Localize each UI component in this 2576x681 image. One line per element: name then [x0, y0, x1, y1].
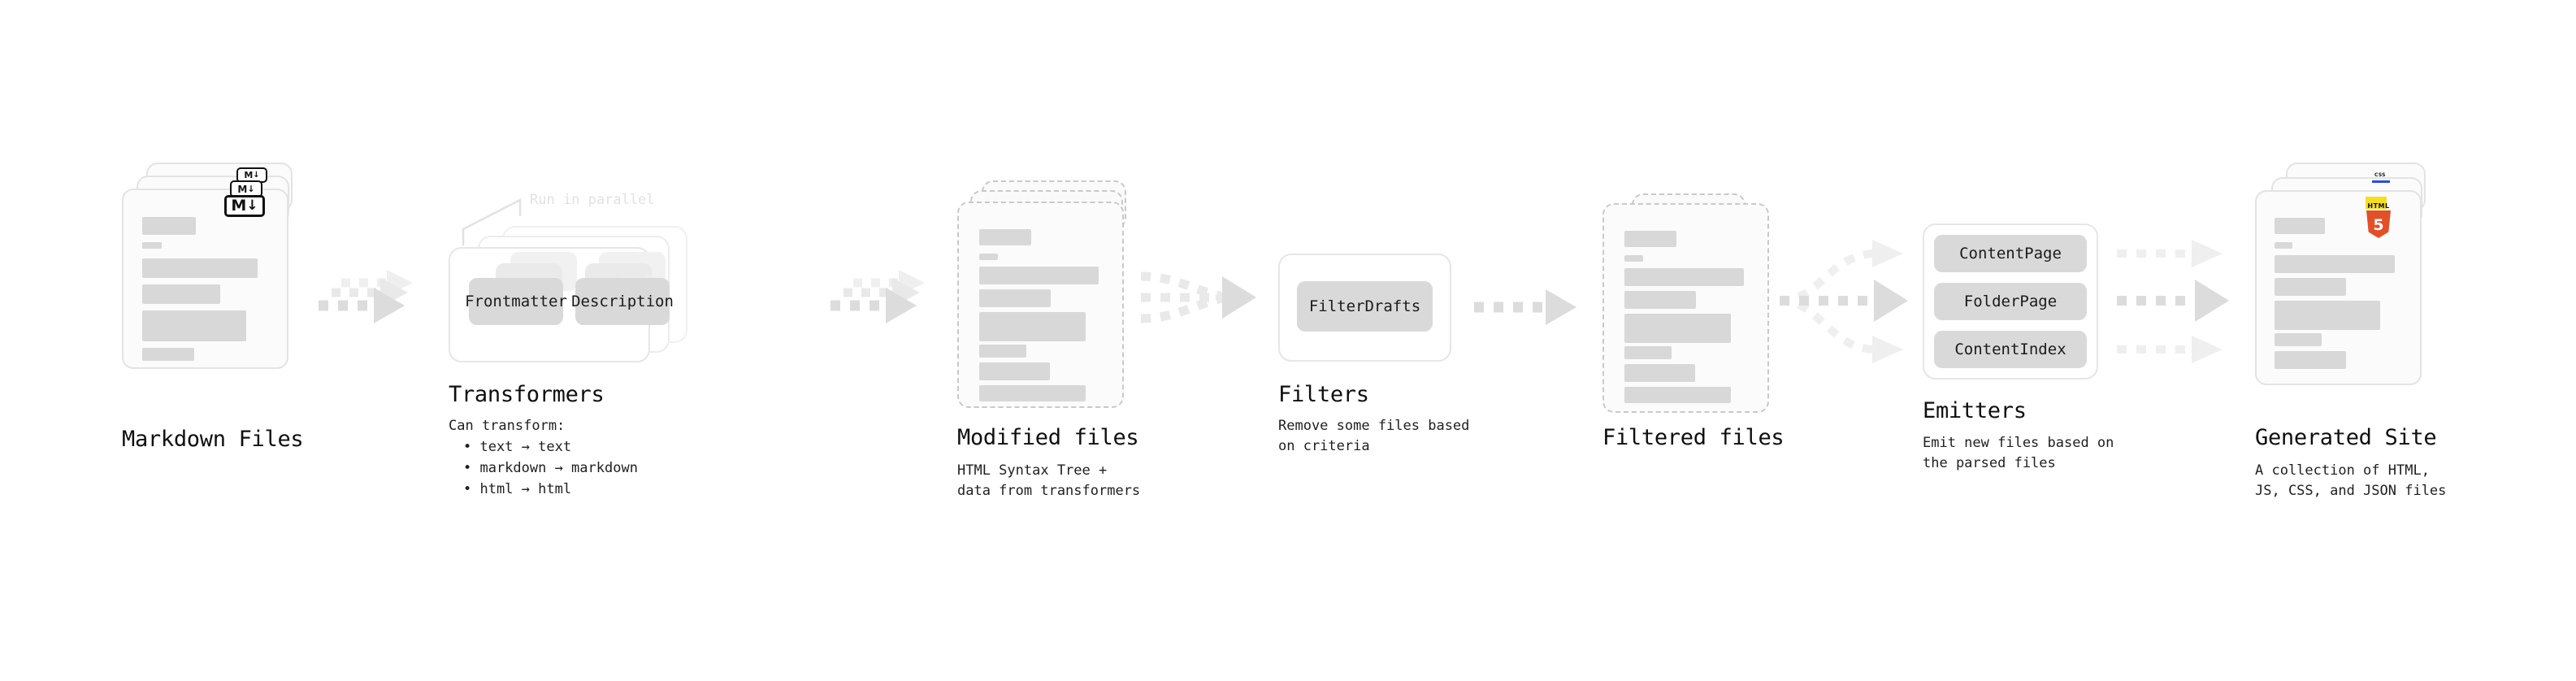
skeleton-line	[1624, 314, 1731, 343]
transformers-bullet-0: • text → text	[463, 439, 572, 455]
skeleton-line	[979, 312, 1086, 341]
skeleton-line	[142, 217, 196, 235]
skeleton-line	[1624, 346, 1672, 359]
skeleton-line	[1624, 268, 1744, 286]
js-badge	[2366, 197, 2387, 209]
skeleton-line	[142, 284, 220, 304]
skeleton-line	[979, 254, 998, 260]
arrow-modified-to-filters	[1140, 271, 1256, 323]
emitters-subtitle: Emit new files based on the parsed files	[1923, 435, 2114, 471]
emitters-chip-contentpage[interactable]: ContentPage	[1934, 235, 2087, 272]
chip-label: FolderPage	[1963, 293, 2058, 310]
filters-chip-filterdrafts[interactable]: FilterDrafts	[1297, 281, 1433, 332]
transformer-chip-description[interactable]: Description	[571, 278, 674, 325]
markdown-badge-back1: M↓	[230, 180, 262, 197]
chip-label: Description	[571, 293, 674, 310]
skeleton-line	[142, 310, 246, 341]
stage-title-transformers: Transformers	[449, 382, 605, 407]
chip-label: Frontmatter	[465, 293, 567, 310]
css-badge-label: CSS	[2374, 172, 2386, 178]
emitters-chip-folderpage[interactable]: FolderPage	[1934, 283, 2087, 320]
stage-title-generated-site: Generated Site	[2255, 425, 2437, 450]
arrow-markdown-to-transformers	[319, 270, 413, 323]
stage-title-modified-files: Modified files	[957, 425, 1139, 450]
chip-label: FilterDrafts	[1308, 297, 1421, 315]
markdown-badge: M↓	[224, 195, 265, 217]
arrow-emitters-to-site	[2117, 240, 2229, 363]
skeleton-line	[1624, 364, 1695, 382]
skeleton-line	[1624, 387, 1731, 403]
html5-badge: HTML	[2365, 203, 2392, 238]
skeleton-line	[979, 229, 1031, 245]
stage-title-emitters: Emitters	[1923, 398, 2027, 423]
arrow-filters-to-filtered	[1474, 289, 1576, 325]
stage-title-filtered-files: Filtered files	[1602, 425, 1785, 450]
filtered-card	[1602, 203, 1769, 413]
stage-title-markdown-files: Markdown Files	[122, 427, 304, 452]
skeleton-line	[979, 267, 1099, 284]
generated-site-card	[2255, 190, 2422, 385]
skeleton-line	[2275, 278, 2346, 296]
modified-files-subtitle: HTML Syntax Tree + data from transformer…	[957, 462, 1141, 499]
css-badge	[2372, 180, 2390, 183]
skeleton-line	[2275, 255, 2395, 273]
chip-label: ContentIndex	[1954, 340, 2066, 358]
skeleton-line	[979, 289, 1051, 307]
generated-site-subtitle: A collection of HTML, JS, CSS, and JSON …	[2255, 462, 2447, 499]
skeleton-line	[979, 385, 1086, 401]
arrow-transformers-to-modified	[830, 270, 925, 323]
skeleton-line	[142, 348, 194, 361]
skeleton-line	[2275, 301, 2380, 330]
transformer-chip-frontmatter[interactable]: Frontmatter	[465, 278, 567, 325]
html5-badge-label: HTML	[2367, 202, 2390, 210]
run-in-parallel-label: Run in parallel	[530, 192, 655, 208]
filters-subtitle: Remove some files based on criteria	[1278, 418, 1470, 454]
skeleton-line	[1624, 291, 1696, 309]
stage-title-filters: Filters	[1278, 382, 1369, 407]
skeleton-line	[979, 362, 1050, 380]
skeleton-line	[2275, 351, 2346, 369]
skeleton-line	[142, 242, 162, 249]
skeleton-line	[2275, 242, 2292, 249]
skeleton-line	[1624, 231, 1676, 247]
modified-card	[957, 202, 1124, 408]
emitters-chip-contentindex[interactable]: ContentIndex	[1934, 331, 2087, 368]
transformers-bullet-2: • html → html	[463, 481, 572, 497]
transformers-bullet-1: • markdown → markdown	[463, 460, 638, 476]
skeleton-line	[1624, 255, 1643, 262]
html5-shield-icon	[2366, 210, 2391, 238]
chip-label: ContentPage	[1959, 245, 2062, 262]
markdown-card	[122, 189, 288, 369]
skeleton-line	[142, 258, 258, 278]
arrow-filtered-to-emitters	[1779, 240, 1908, 363]
transformers-subtitle: Can transform:	[449, 418, 566, 434]
skeleton-line	[979, 345, 1026, 358]
skeleton-line	[2275, 333, 2322, 346]
run-in-parallel-bracket	[462, 197, 522, 245]
skeleton-line	[2275, 218, 2325, 234]
